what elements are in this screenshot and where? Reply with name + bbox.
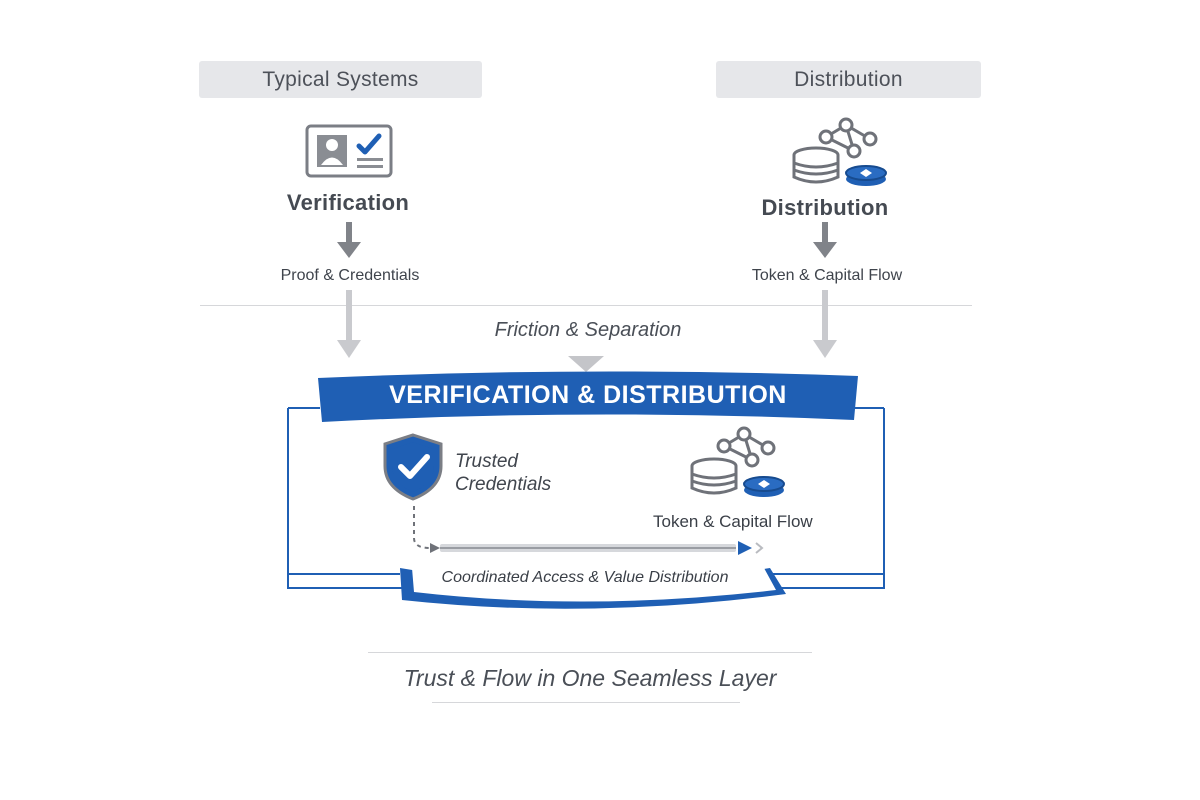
coins-network-icon [792,117,887,186]
coordinated-access-label: Coordinated Access & Value Distribution [441,569,729,586]
flow-connector [413,506,764,555]
down-arrow-icon [813,222,837,258]
trusted-label-line1: Trusted [455,451,519,472]
down-arrow-icon [337,222,361,258]
tagline-top-rule [368,652,812,653]
token-capital-flow-label: Token & Capital Flow [751,267,903,284]
unified-layer-frame [287,371,885,609]
distribution-title: Distribution [761,195,889,220]
typical-systems-pill: Typical Systems [199,61,482,98]
light-down-arrow-icon [813,290,837,358]
banner-title: VERIFICATION & DISTRIBUTION [389,380,787,409]
tagline: Trust & Flow in One Seamless Layer [403,665,777,691]
shield-check-icon [383,433,443,501]
inner-token-flow-label: Token & Capital Flow [653,512,813,531]
light-down-arrow-icon [337,290,361,358]
coins-network-icon [690,426,785,497]
tagline-bottom-rule [432,702,740,703]
section-divider [200,305,972,306]
trusted-label-line2: Credentials [455,474,552,495]
pointer-triangle-icon [568,356,604,372]
friction-separation-label: Friction & Separation [494,319,682,341]
distribution-pill: Distribution [716,61,981,98]
verification-title: Verification [286,190,410,215]
trusted-credentials-label: Trusted Credentials [455,450,551,496]
proof-credentials-label: Proof & Credentials [280,267,420,284]
id-card-check-icon [305,124,393,178]
